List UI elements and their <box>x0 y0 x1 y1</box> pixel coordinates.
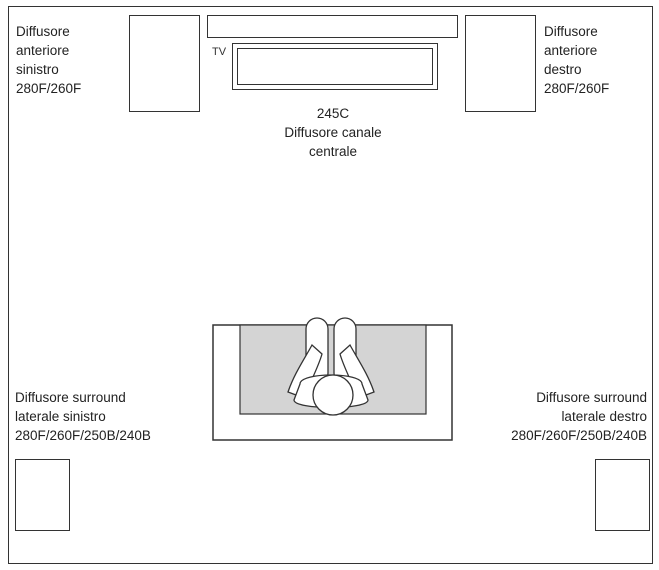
center-speaker-label: 245C Diffusore canale centrale <box>263 104 403 161</box>
tv-label: TV <box>212 46 227 58</box>
surround-right-label-line-1: Diffusore surround <box>536 390 647 405</box>
front-left-label-line-3: sinistro <box>16 62 59 77</box>
center-label-line-1: 245C <box>316 106 350 121</box>
surround-right-label-line-3: 280F/260F/250B/240B <box>511 428 647 443</box>
front-right-speaker <box>465 15 536 112</box>
center-label-line-2: Diffusore canale <box>284 125 382 140</box>
front-right-label-line-3: destro <box>544 62 582 77</box>
surround-left-label-line-1: Diffusore surround <box>15 390 126 405</box>
tv-screen-inner <box>237 48 433 85</box>
surround-left-speaker <box>15 459 70 531</box>
front-left-speaker-label: Diffusore anteriore sinistro 280F/260F <box>16 22 81 98</box>
listener-head <box>312 374 354 416</box>
surround-right-speaker <box>595 459 650 531</box>
surround-right-label-line-2: laterale destro <box>561 409 647 424</box>
surround-left-label-line-3: 280F/260F/250B/240B <box>15 428 151 443</box>
front-right-label-line-4: 280F/260F <box>544 81 610 96</box>
front-right-label-line-2: anteriore <box>544 43 598 58</box>
front-left-label-line-4: 280F/260F <box>16 81 82 96</box>
tv-top-bar <box>207 15 458 38</box>
front-right-speaker-label: Diffusore anteriore destro 280F/260F <box>544 22 609 98</box>
front-left-label-line-2: anteriore <box>16 43 70 58</box>
front-left-speaker <box>129 15 200 112</box>
front-left-label-line-1: Diffusore <box>16 24 70 39</box>
room-outline <box>8 6 653 564</box>
surround-left-speaker-label: Diffusore surround laterale sinistro 280… <box>15 388 151 445</box>
center-label-line-3: centrale <box>308 144 358 159</box>
surround-left-label-line-2: laterale sinistro <box>15 409 106 424</box>
surround-right-speaker-label: Diffusore surround laterale destro 280F/… <box>511 388 647 445</box>
front-right-label-line-1: Diffusore <box>544 24 598 39</box>
listener-figure <box>287 317 375 416</box>
